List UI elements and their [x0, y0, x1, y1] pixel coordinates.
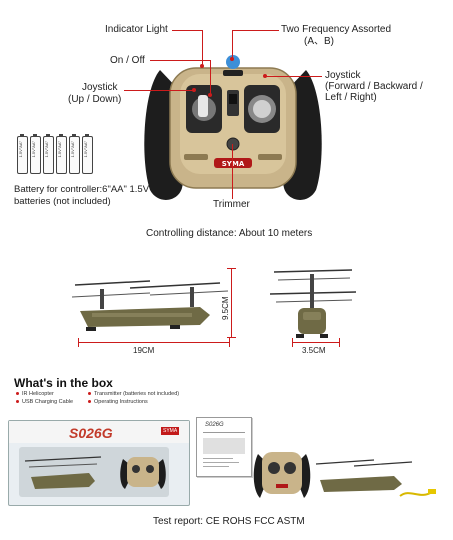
battery-note-line1: Battery for controller:6"AA" 1.5V — [14, 184, 150, 195]
manual-image: S026G — [196, 417, 252, 477]
length-dimension: 19CM — [133, 346, 155, 355]
joystick-left-title: Joystick — [82, 82, 118, 93]
usb-cable-image — [399, 489, 436, 497]
box-logo: SYMA — [161, 427, 180, 435]
box-helicopter-image — [315, 459, 413, 492]
two-frequency-sublabel: (A、B) — [304, 36, 334, 47]
on-off-label: On / Off — [110, 55, 145, 66]
transmitter-image — [253, 452, 311, 498]
controller-logo: SYMA — [222, 160, 245, 168]
box-item: IR Helicopter — [16, 391, 54, 397]
helicopter-side-image — [71, 280, 229, 331]
battery-icon: 1.5V"AA" — [69, 134, 80, 174]
battery-note-line2: batteries (not included) — [14, 196, 111, 207]
battery-icon: 1.5V"AA" — [17, 134, 28, 174]
battery-icon: 1.5V"AA" — [43, 134, 54, 174]
box-title: What's in the box — [14, 376, 113, 390]
manual-title: S026G — [205, 422, 224, 428]
two-frequency-label: Two Frequency Assorted — [281, 24, 392, 35]
indicator-light-label: Indicator Light — [105, 24, 168, 35]
helicopter-front-image — [269, 269, 357, 338]
joystick-right-title: Joystick — [325, 70, 361, 81]
battery-icon: 1.5V"AA" — [30, 134, 41, 174]
product-box-image: S026G SYMA — [8, 420, 190, 506]
box-item: Transmitter (batteries not included) — [88, 391, 179, 397]
box-item: Operating Instructions — [88, 399, 148, 405]
width-dimension: 3.5CM — [302, 346, 326, 355]
trimmer-label: Trimmer — [213, 199, 250, 210]
battery-icon: 1.5V"AA" — [82, 134, 93, 174]
joystick-right-sub2: Left / Right) — [325, 92, 377, 103]
joystick-right-sub1: (Forward / Backward / — [325, 81, 423, 92]
box-brand: S026G — [69, 425, 113, 441]
test-report: Test report: CE ROHS FCC ASTM — [153, 516, 305, 527]
height-dimension: 9.5CM — [221, 296, 230, 320]
box-item: USB Charging Cable — [16, 399, 73, 405]
controlling-distance: Controlling distance: About 10 meters — [146, 228, 313, 239]
joystick-left-sub: (Up / Down) — [68, 94, 122, 105]
battery-icon: 1.5V"AA" — [56, 134, 67, 174]
controller-image: SYMA — [144, 55, 322, 200]
